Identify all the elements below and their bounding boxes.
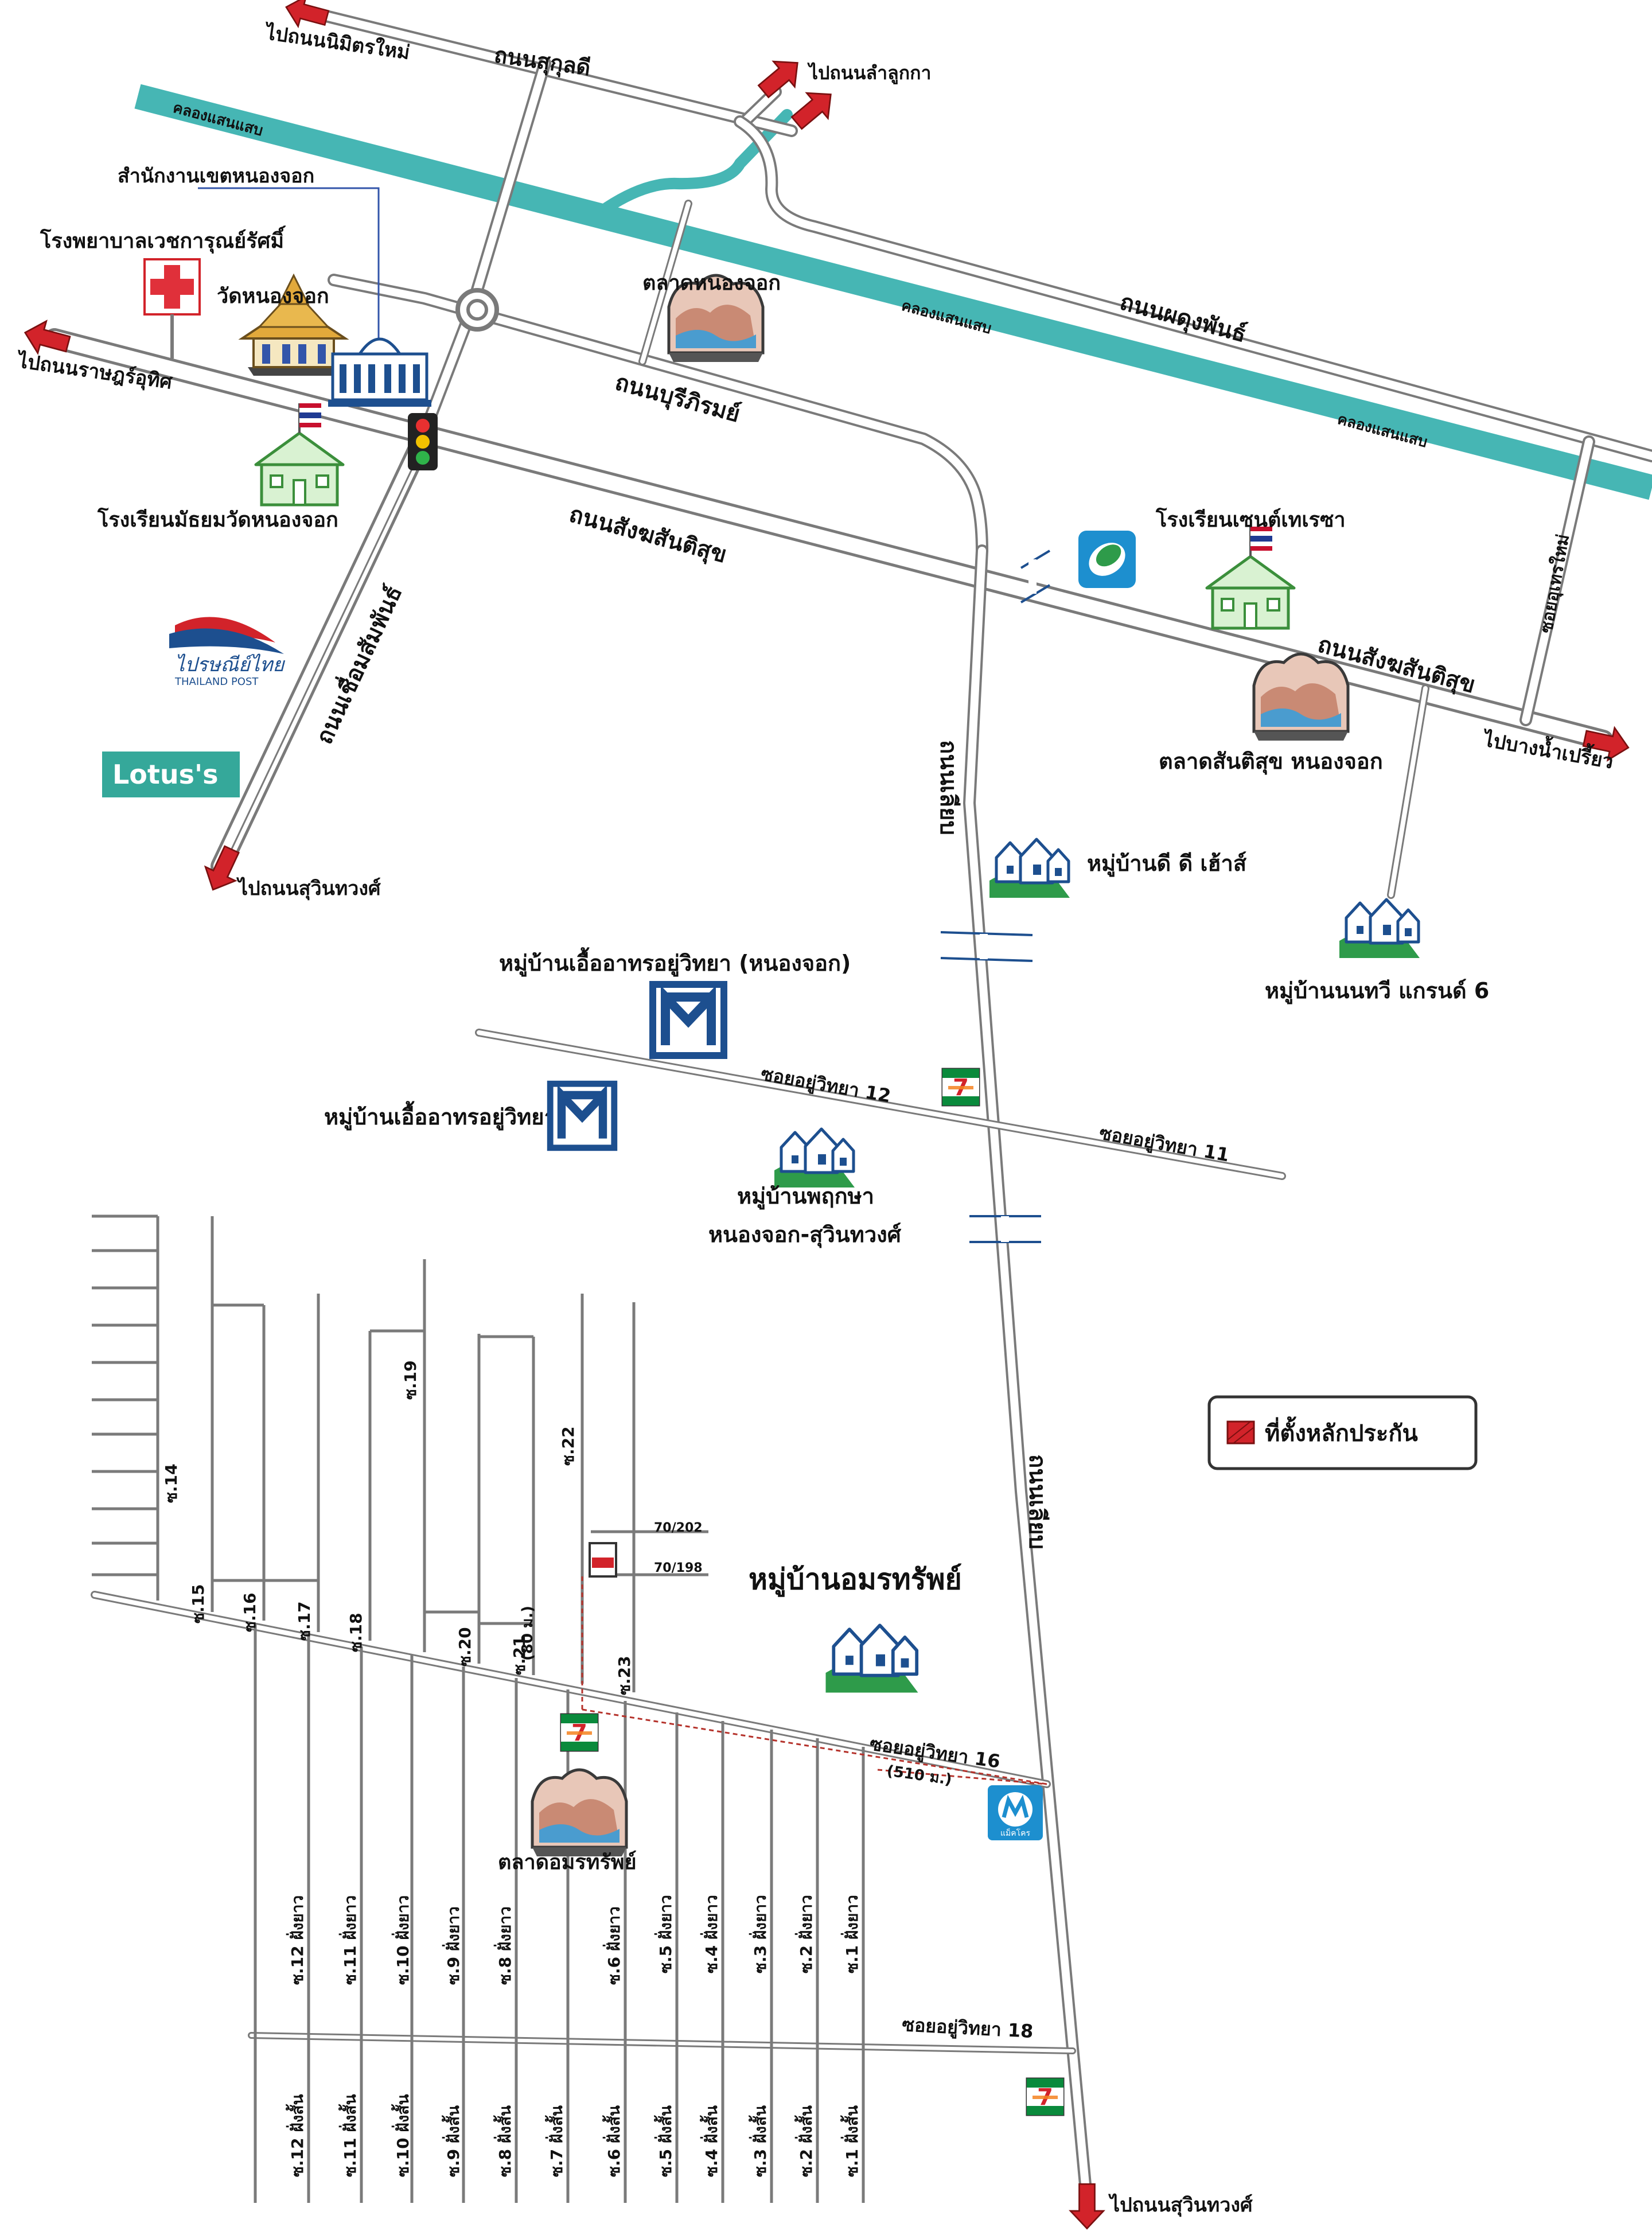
label-market-santisuk: ตลาดสันติสุข หนองจอก bbox=[1159, 749, 1383, 775]
label-school-matthayom: โรงเรียนมัธยมวัดหนองจอก bbox=[97, 507, 338, 532]
village-pruksa-icon bbox=[774, 1129, 855, 1187]
soi-5-long: ซ.5 ฝั่งยาว bbox=[654, 1895, 675, 1973]
road-soi-11: ซอยอยู่วิทยา 11 bbox=[1097, 1122, 1231, 1167]
temple-icon bbox=[238, 273, 349, 376]
label-village-nonthawee: หมู่บ้านนนทวี แกรนด์ 6 bbox=[1265, 978, 1489, 1004]
seven-eleven-3-icon bbox=[1026, 2077, 1065, 2116]
road-soi-u-mai: ซอยอุเทรใหม่ bbox=[1536, 532, 1574, 634]
lotus-text: Lotus's bbox=[112, 759, 219, 790]
village-ua-nongchok-icon bbox=[653, 984, 724, 1056]
makro-logo: แม็คโคร bbox=[988, 1785, 1043, 1840]
district-office-leader bbox=[198, 187, 380, 338]
arrow-lam-luk-ka-icon bbox=[752, 49, 809, 105]
soi-5-short: ซ.5 ฝั่งสั้น bbox=[653, 2105, 675, 2177]
label-village-amorn: หมู่บ้านอมรทรัพย์ bbox=[749, 1563, 962, 1597]
makro-sub: แม็คโคร bbox=[1000, 1828, 1031, 1838]
soi-grid-north bbox=[92, 1214, 708, 1692]
village-ua-icon bbox=[550, 1084, 614, 1148]
legend-box: ที่ตั้งหลักประกัน bbox=[1207, 1395, 1478, 1470]
soi-4-short: ซ.4 ฝั่งสั้น bbox=[699, 2105, 721, 2177]
thailand-post-logo: ไปรษณีย์ไทย THAILAND POST bbox=[169, 617, 285, 688]
hospital-icon bbox=[143, 258, 201, 359]
soi-1-long: ซ.1 ฝั่งยาว bbox=[840, 1895, 862, 1973]
label-village-pruksa-2: หนองจอก-สุวินทวงศ์ bbox=[708, 1222, 902, 1248]
school-st-theresa-icon bbox=[1207, 527, 1294, 628]
collateral-plot bbox=[581, 1542, 1047, 1785]
label-to-suwinthawong-west: ไปถนนสุวินทวงศ์ bbox=[236, 877, 381, 901]
soi-6-long: ซ.6 ฝั่งยาว bbox=[602, 1906, 624, 1985]
soi-16: ซ.16 bbox=[240, 1593, 259, 1632]
soi-8-short: ซ.8 ฝั่งสั้น bbox=[493, 2105, 515, 2177]
north-soi-labels: ซ.14 ซ.15 ซ.16 ซ.17 ซ.18 ซ.19 ซ.20 ซ.21 … bbox=[162, 1360, 634, 1695]
label-wat: วัดหนองจอก bbox=[217, 285, 329, 308]
label-market-amorn: ตลาดอมรทรัพย์ bbox=[498, 1850, 637, 1874]
legend-label: ที่ตั้งหลักประกัน bbox=[1265, 1416, 1418, 1447]
soi-23: ซ.23 bbox=[615, 1656, 634, 1695]
label-to-suwinthawong-south: ไปถนนสุวินทวงศ์ bbox=[1108, 2193, 1253, 2217]
label-to-lam-luk-ka: ไปถนนลำลูกกา bbox=[807, 62, 931, 85]
plot-address-1: 70/202 bbox=[654, 1521, 703, 1535]
road-liap-2: ถนนเลียบ bbox=[1024, 1454, 1050, 1549]
village-nonthawee-icon bbox=[1339, 900, 1420, 958]
district-office-icon bbox=[328, 337, 431, 407]
label-village-dd-house: หมู่บ้านดี ดี เฮ้าส์ bbox=[1087, 851, 1247, 877]
village-amorn-icon bbox=[826, 1625, 918, 1692]
road-phadung-phan: ถนนผดุงพันธ์ bbox=[1117, 289, 1249, 349]
south-lower-soi-labels: ซ.12 ฝั่งสั้น ซ.11 ฝั่งสั้น ซ.10 ฝั่งสั้… bbox=[285, 2094, 862, 2177]
soi-11-short: ซ.11 ฝั่งสั้น bbox=[338, 2094, 360, 2177]
soi-19: ซ.19 bbox=[401, 1360, 420, 1400]
soi-3-long: ซ.3 ฝั่งยาว bbox=[749, 1895, 770, 1973]
soi-7-short: ซ.7 ฝั่งสั้น bbox=[544, 2105, 566, 2177]
plot-address-2: 70/198 bbox=[654, 1561, 703, 1575]
st-theresa-logo bbox=[1078, 531, 1136, 588]
label-market-nongchok: ตลาดหนองจอก bbox=[642, 271, 781, 295]
soi-grid-south bbox=[254, 1623, 865, 2203]
soi-17: ซ.17 bbox=[295, 1601, 314, 1641]
lotus-logo: Lotus's bbox=[102, 752, 240, 797]
thailand-post-th: ไปรษณีย์ไทย bbox=[175, 653, 285, 676]
soi-3-short: ซ.3 ฝั่งสั้น bbox=[748, 2105, 770, 2177]
soi-21: ซ.21 bbox=[510, 1636, 529, 1675]
soi-2-long: ซ.2 ฝั่งยาว bbox=[794, 1895, 816, 1973]
arrow-suwinthawong-south-icon bbox=[1069, 2183, 1105, 2229]
soi-11-long: ซ.11 ฝั่งยาว bbox=[338, 1895, 360, 1985]
soi-4-long: ซ.4 ฝั่งยาว bbox=[700, 1895, 721, 1973]
label-hospital: โรงพยาบาลเวชการุณย์รัศมิ์ bbox=[40, 225, 286, 254]
market-santisuk-icon bbox=[1254, 654, 1348, 741]
label-village-pruksa-1: หมู่บ้านพฤกษา bbox=[737, 1183, 874, 1210]
soi-15: ซ.15 bbox=[189, 1584, 208, 1623]
road-soi-12: ซอยอยู่วิทยา 12 bbox=[759, 1062, 893, 1108]
soi-6-short: ซ.6 ฝั่งสั้น bbox=[602, 2105, 624, 2177]
thailand-post-en: THAILAND POST bbox=[174, 676, 259, 688]
village-dd-house-icon bbox=[989, 839, 1070, 898]
soi-12-long: ซ.12 ฝั่งยาว bbox=[286, 1895, 307, 1985]
seven-eleven-1-icon bbox=[941, 1068, 980, 1107]
soi-14: ซ.14 bbox=[162, 1463, 181, 1503]
label-school-st-theresa: โรงเรียนเซนต์เทเรซา bbox=[1155, 507, 1346, 532]
soi-1-short: ซ.1 ฝั่งสั้น bbox=[840, 2105, 862, 2177]
soi-8-long: ซ.8 ฝั่งยาว bbox=[493, 1906, 515, 1985]
road-liap-1: ถนนเลียบ bbox=[935, 740, 961, 835]
canal-saen-saep bbox=[134, 84, 1652, 500]
road-soi-18: ซอยอยู่วิทยา 18 bbox=[901, 2014, 1034, 2043]
label-district-office: สำนักงานเขตหนองจอก bbox=[118, 165, 314, 188]
label-village-ua: หมู่บ้านเอื้ออาทรอยู่วิทยา bbox=[324, 1101, 556, 1131]
traffic-light-icon bbox=[408, 413, 438, 470]
soi-10-long: ซ.10 ฝั่งยาว bbox=[391, 1895, 412, 1985]
south-upper-soi-labels: ซ.12 ฝั่งยาว ซ.11 ฝั่งยาว ซ.10 ฝั่งยาว ซ… bbox=[286, 1895, 862, 1985]
soi-10-short: ซ.10 ฝั่งสั้น bbox=[391, 2094, 412, 2177]
soi-20: ซ.20 bbox=[455, 1627, 474, 1667]
soi-18: ซ.18 bbox=[346, 1613, 365, 1652]
soi-9-short: ซ.9 ฝั่งสั้น bbox=[441, 2105, 463, 2177]
dist-80m: (80 ม.) bbox=[519, 1606, 536, 1661]
market-amorn-icon bbox=[532, 1770, 626, 1856]
seven-eleven-2-icon bbox=[560, 1713, 599, 1752]
label-village-ua-nongchok: หมู่บ้านเอื้ออาทรอยู่วิทยา (หนองจอก) bbox=[499, 947, 851, 977]
soi-22: ซ.22 bbox=[559, 1426, 578, 1466]
soi-12-short: ซ.12 ฝั่งสั้น bbox=[285, 2094, 307, 2177]
soi-2-short: ซ.2 ฝั่งสั้น bbox=[794, 2105, 816, 2177]
soi-9-long: ซ.9 ฝั่งยาว bbox=[442, 1906, 463, 1985]
